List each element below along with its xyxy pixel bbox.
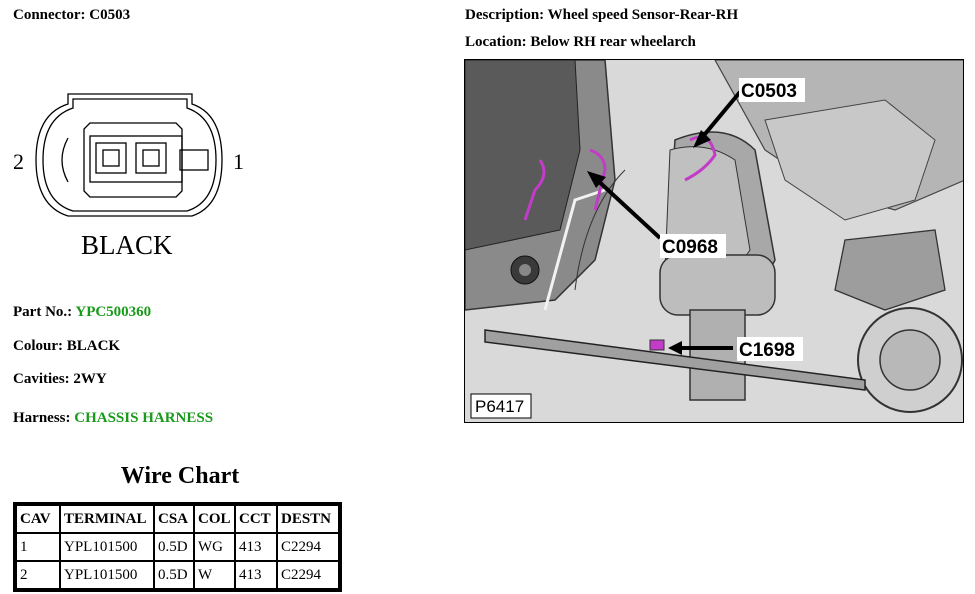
description-value: Wheel speed Sensor-Rear-RH [547, 7, 739, 23]
cell-destn: C2294 [277, 533, 339, 561]
callout-c0968: C0968 [662, 237, 718, 258]
wire-chart-title: Wire Chart [120, 463, 240, 489]
figure-id: P6417 [475, 397, 524, 416]
description-label: Description: [465, 7, 545, 23]
colour-field: Colour: BLACK [13, 338, 120, 355]
harness-field: Harness: CHASSIS HARNESS [13, 410, 213, 427]
connector-value: C0503 [89, 7, 131, 23]
header-cav: CAV [16, 505, 60, 533]
vehicle-illustration: C0503 C0968 C1698 P6417 [465, 60, 963, 422]
wire-chart-table: CAV TERMINAL CSA COL CCT DESTN 1 YPL1015… [13, 502, 342, 592]
header-cct: CCT [235, 505, 277, 533]
location-field: Location: Below RH rear wheelarch [465, 34, 696, 51]
cavities-value: 2WY [73, 371, 107, 387]
header-destn: DESTN [277, 505, 339, 533]
pin-2-label: 2 [13, 149, 24, 174]
table-row: 2 YPL101500 0.5D W 413 C2294 [16, 561, 339, 589]
harness-link[interactable]: CHASSIS HARNESS [74, 410, 214, 426]
location-label: Location: [465, 34, 527, 50]
colour-label: Colour: [13, 338, 63, 354]
table-header-row: CAV TERMINAL CSA COL CCT DESTN [16, 505, 339, 533]
part-no-field: Part No.: YPC500360 [13, 304, 151, 321]
cell-csa: 0.5D [154, 533, 194, 561]
colour-value: BLACK [66, 338, 121, 354]
cell-cav: 2 [16, 561, 60, 589]
table-row: 1 YPL101500 0.5D WG 413 C2294 [16, 533, 339, 561]
cell-col: W [194, 561, 235, 589]
header-csa: CSA [154, 505, 194, 533]
location-photo: C0503 C0968 C1698 P6417 [464, 59, 964, 423]
cavities-label: Cavities: [13, 371, 70, 387]
callout-c0503: C0503 [741, 81, 797, 102]
header-terminal: TERMINAL [60, 505, 154, 533]
callout-c1698: C1698 [739, 340, 795, 361]
cell-terminal: YPL101500 [60, 561, 154, 589]
connector-diagram: 2 1 BLACK [13, 93, 244, 260]
part-no-link[interactable]: YPC500360 [75, 304, 152, 320]
cell-cct: 413 [235, 561, 277, 589]
cell-destn: C2294 [277, 561, 339, 589]
harness-label: Harness: [13, 410, 71, 426]
connector-field: Connector: C0503 [13, 7, 130, 24]
pin-1-label: 1 [233, 149, 244, 174]
location-value: Below RH rear wheelarch [530, 34, 696, 50]
connector-label: Connector: [13, 7, 86, 23]
diagram-color-label: BLACK [81, 230, 173, 260]
cell-cct: 413 [235, 533, 277, 561]
cell-csa: 0.5D [154, 561, 194, 589]
part-no-label: Part No.: [13, 304, 73, 320]
cell-terminal: YPL101500 [60, 533, 154, 561]
cavities-field: Cavities: 2WY [13, 371, 107, 388]
cell-cav: 1 [16, 533, 60, 561]
cell-col: WG [194, 533, 235, 561]
header-col: COL [194, 505, 235, 533]
description-field: Description: Wheel speed Sensor-Rear-RH [465, 7, 738, 24]
